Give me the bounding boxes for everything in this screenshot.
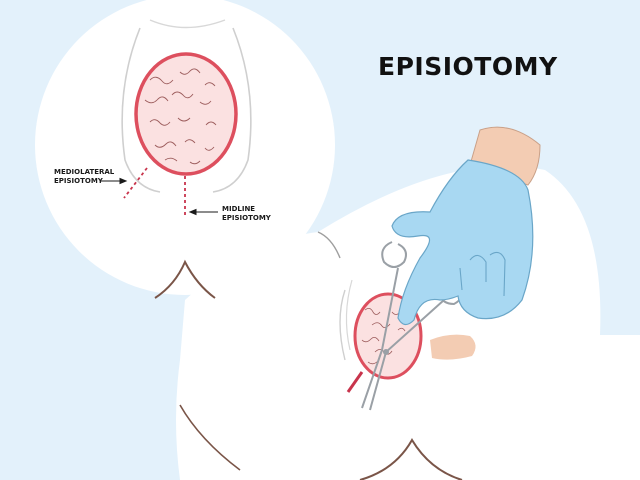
hair-texture bbox=[144, 68, 217, 165]
mediolateral-incision-line bbox=[123, 167, 148, 199]
mediolateral-label-line1: MEDIOLATERAL bbox=[54, 168, 115, 176]
assistant-finger bbox=[430, 334, 476, 360]
lower-incision bbox=[346, 371, 364, 393]
upper-crease bbox=[154, 259, 216, 299]
baby-head bbox=[134, 52, 238, 176]
mediolateral-label-line2: EPISIOTOMY bbox=[54, 176, 103, 185]
glove bbox=[391, 159, 534, 326]
magnified-view bbox=[35, 0, 335, 299]
midline-label-line2: EPISIOTOMY bbox=[222, 213, 271, 222]
page-title: EPISIOTOMY bbox=[378, 52, 558, 81]
label-pointers bbox=[100, 177, 218, 216]
mediolateral-label: MEDIOLATERAL EPISIOTOMY bbox=[54, 168, 114, 185]
midline-label-line1: MIDLINE bbox=[222, 205, 256, 213]
surgical-scissors bbox=[361, 241, 463, 411]
midline-label: MIDLINE EPISIOTOMY bbox=[222, 205, 271, 222]
gloved-hand bbox=[391, 126, 541, 326]
